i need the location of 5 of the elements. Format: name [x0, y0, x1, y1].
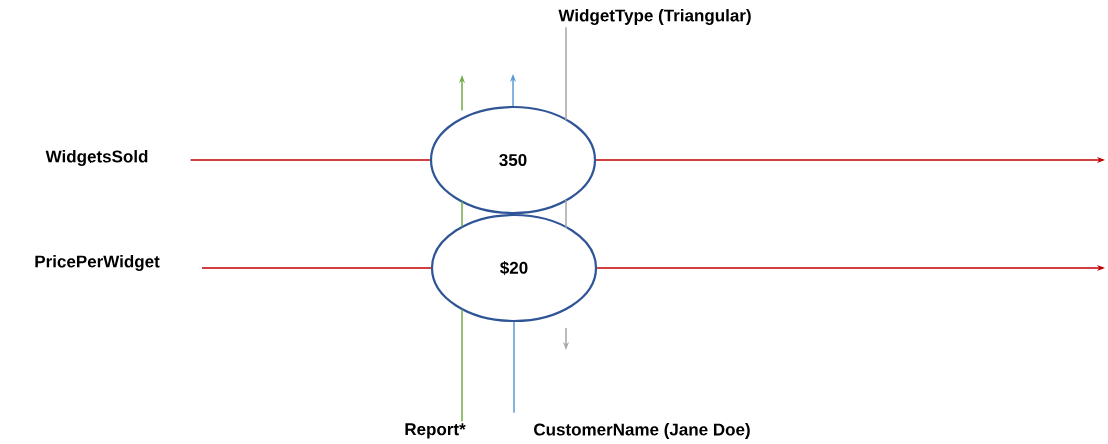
variable-label: PricePerWidget [35, 255, 160, 271]
variable-label: WidgetType (Triangular) [558, 9, 751, 25]
variable-label: CustomerName (Jane Doe) [534, 423, 750, 439]
variable-label: Report* [405, 423, 466, 439]
variable-label: WidgetsSold [45, 150, 148, 166]
